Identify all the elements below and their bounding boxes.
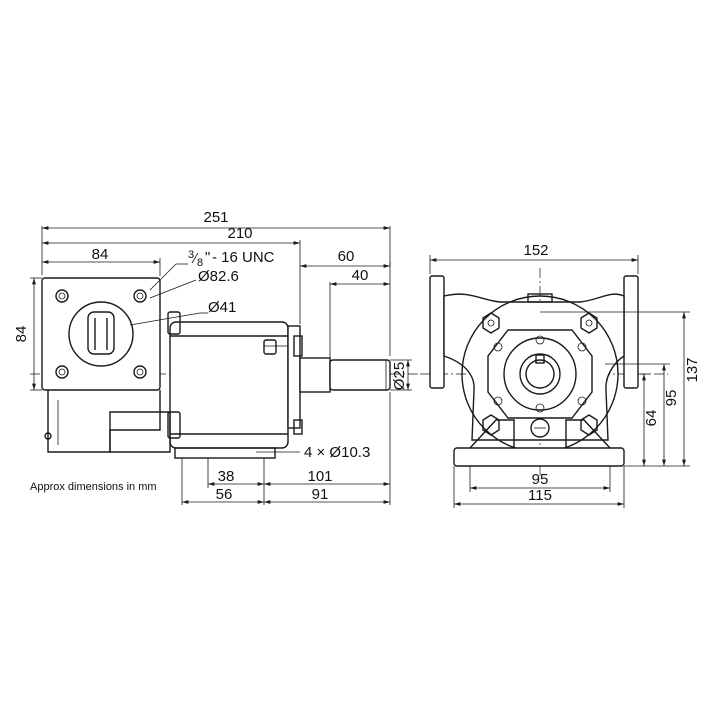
svg-text:8: 8 [197,257,203,269]
inlet-flange [41,277,161,391]
flange-bolt-holes [55,289,147,379]
drive-shaft [329,359,391,391]
dim-shaft-key-40: 40 [352,267,369,284]
dim-front-115: 115 [528,487,552,504]
dim-foot-56: 56 [216,486,233,503]
dim-bolt-circle: Ø82.6 [198,268,239,285]
dim-port: Ø41 [208,299,236,316]
svg-text:3: 3 [188,249,194,261]
dim-foot-38: 38 [218,468,235,485]
pump-body [169,321,289,449]
side-view: 251 210 84 84 3 8 " - 16 UNC Ø82.6 Ø41 [13,209,418,505]
dim-mount-holes: 4 × Ø10.3 [304,444,370,461]
side-flange-right [623,275,639,389]
svg-text:- 16 UNC: - 16 UNC [212,249,275,266]
mounting-foot [174,447,276,459]
front-base [453,447,625,467]
bearing-plate [487,329,593,419]
dim-shaft-dia: Ø25 [391,362,408,390]
thread-spec: 3 8 " - 16 UNC [188,249,275,269]
dim-front-height-137: 137 [684,357,701,382]
dim-foot-91: 91 [312,486,329,503]
inlet-port [68,301,134,367]
dim-overall-251: 251 [203,209,228,226]
front-hex-bolts [482,312,598,436]
shaft-end [519,353,561,395]
note-approx-dimensions: Approx dimensions in mm [30,481,157,493]
dim-shaft-length-60: 60 [338,248,355,265]
dim-foot-101: 101 [307,468,332,485]
dim-width-210: 210 [227,225,252,242]
dim-front-95-horizontal: 95 [532,471,549,488]
pump-bracket [47,390,161,453]
svg-text:": " [205,249,210,266]
dim-flange-width-84: 84 [92,246,109,263]
front-view: 152 137 95 64 95 115 [420,242,701,508]
dim-front-95-vertical: 95 [663,390,680,407]
dim-flange-height-84: 84 [13,326,30,343]
side-flange-left [429,275,445,389]
dim-front-width-152: 152 [523,242,548,259]
dim-front-64: 64 [643,410,660,427]
